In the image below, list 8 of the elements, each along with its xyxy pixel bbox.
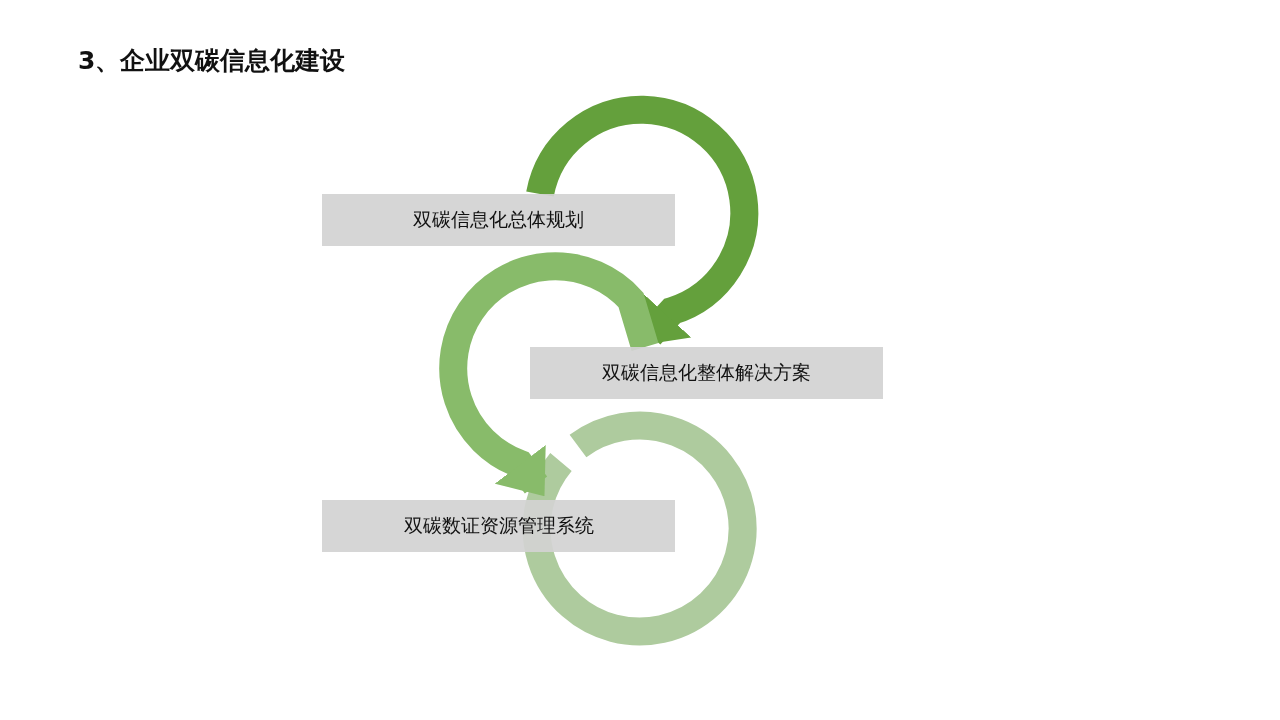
curved-arrow [439,252,659,497]
label-box [530,347,883,399]
box-label: 双碳信息化整体解决方案 [602,360,811,385]
label-box [322,194,675,246]
title: 3、企业双碳信息化建设 [78,45,346,77]
box-label: 双碳信息化总体规划 [413,207,584,232]
box-label: 双碳数证资源管理系统 [403,513,594,538]
label-box [322,500,675,552]
